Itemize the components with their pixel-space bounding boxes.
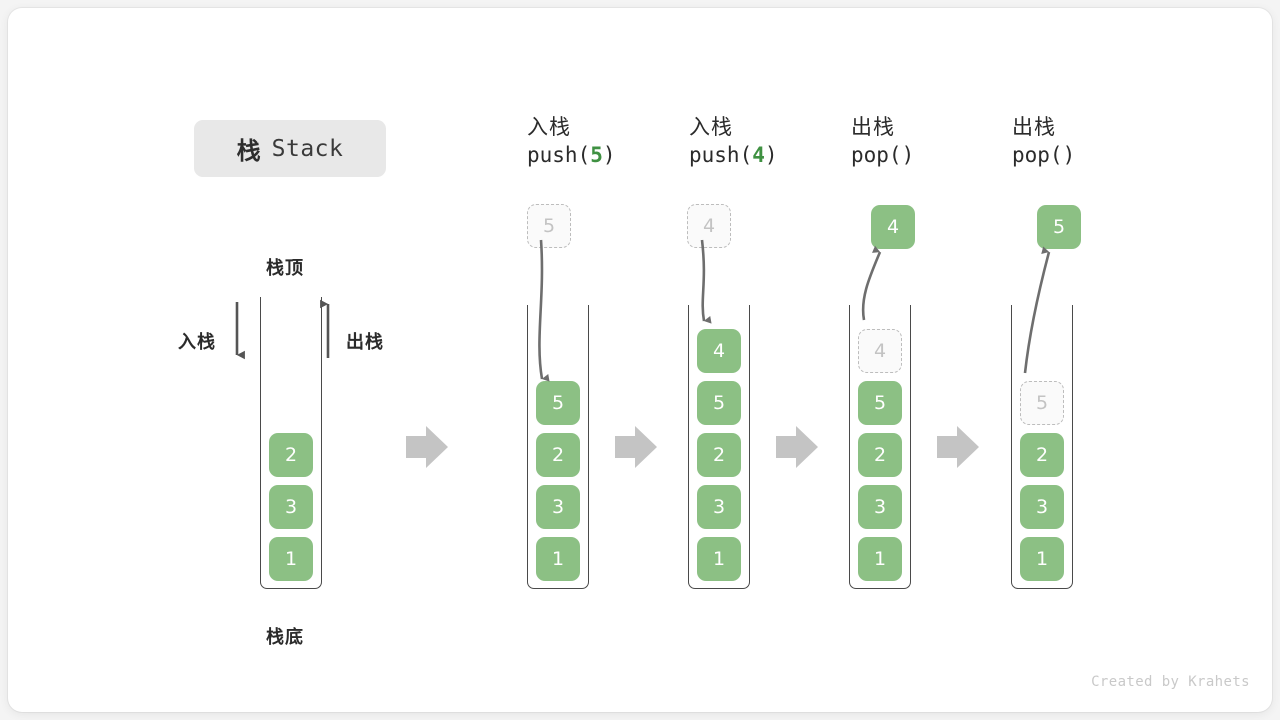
stage-head-cn: 出栈 [851,116,895,139]
stage-head-code: pop() [1012,142,1075,169]
initial-stack-tube: 2 3 1 [260,297,322,589]
stack-cell: 1 [269,537,313,581]
stack-cell: 1 [697,537,741,581]
vacated-cell: 4 [858,329,902,373]
diagram-title-badge: 栈 Stack [194,120,386,177]
code-prefix: pop( [1012,142,1063,167]
stage-flow-arrow [776,426,818,468]
code-arg: 4 [752,142,765,167]
stack-tube-push-4: 4 5 2 3 1 [688,305,750,589]
stack-cell: 3 [858,485,902,529]
stack-tube-pop-1: 4 5 2 3 1 [849,305,911,589]
stack-cell: 1 [858,537,902,581]
code-suffix: ) [901,142,915,167]
diagram-card: 栈 Stack 栈顶 栈底 入栈 出栈 2 3 1 入栈 push(5) 5 5… [8,8,1272,712]
stage-head-code: pop() [851,142,914,169]
stage-header-pop-1: 出栈 pop() [851,115,914,169]
title-en: Stack [271,135,344,162]
stack-cell: 3 [1020,485,1064,529]
stack-cell: 2 [269,433,313,477]
code-suffix: ) [602,142,616,167]
stage-header-push-4: 入栈 push(4) [689,115,778,169]
stack-cell: 2 [697,433,741,477]
code-suffix: ) [1062,142,1076,167]
stack-tube-push-5: 5 2 3 1 [527,305,589,589]
stack-cell: 5 [697,381,741,425]
stack-cell: 2 [1020,433,1064,477]
stack-cell: 1 [1020,537,1064,581]
code-prefix: pop( [851,142,902,167]
stack-cell: 3 [697,485,741,529]
stage-head-code: push(4) [689,142,778,169]
stack-bottom-label: 栈底 [266,627,304,647]
push-side-label: 入栈 [178,332,216,352]
stack-tube-pop-2: 5 2 3 1 [1011,305,1073,589]
popped-cell-pop-2: 5 [1037,205,1081,249]
tube-wall [688,305,750,589]
tube-wall [527,305,589,589]
footer-credit: Created by Krahets [1091,674,1250,690]
stack-cell: 3 [536,485,580,529]
floating-cell-push-5: 5 [527,204,571,248]
code-arg: 5 [590,142,603,167]
tube-wall [849,305,911,589]
stage-head-cn: 入栈 [527,116,571,139]
code-suffix: ) [764,142,778,167]
title-cn: 栈 [236,138,262,165]
stack-cell: 5 [858,381,902,425]
stage-header-pop-2: 出栈 pop() [1012,115,1075,169]
stage-head-code: push(5) [527,142,616,169]
stack-cell: 4 [697,329,741,373]
tube-wall [260,297,322,589]
floating-cell-push-4: 4 [687,204,731,248]
stage-head-cn: 入栈 [689,116,733,139]
stage-flow-arrow [937,426,979,468]
pop-side-label: 出栈 [346,332,384,352]
stack-cell: 5 [536,381,580,425]
stage-flow-arrow [406,426,448,468]
stack-top-label: 栈顶 [266,258,304,278]
stack-cell: 2 [536,433,580,477]
code-prefix: push( [689,142,753,167]
stack-cell: 3 [269,485,313,529]
stage-head-cn: 出栈 [1012,116,1056,139]
stage-flow-arrow [615,426,657,468]
tube-wall [1011,305,1073,589]
stack-cell: 2 [858,433,902,477]
vacated-cell: 5 [1020,381,1064,425]
arrow-overlay [235,239,1051,468]
code-prefix: push( [527,142,591,167]
stack-cell: 1 [536,537,580,581]
popped-cell-pop-1: 4 [871,205,915,249]
stage-header-push-5: 入栈 push(5) [527,115,616,169]
